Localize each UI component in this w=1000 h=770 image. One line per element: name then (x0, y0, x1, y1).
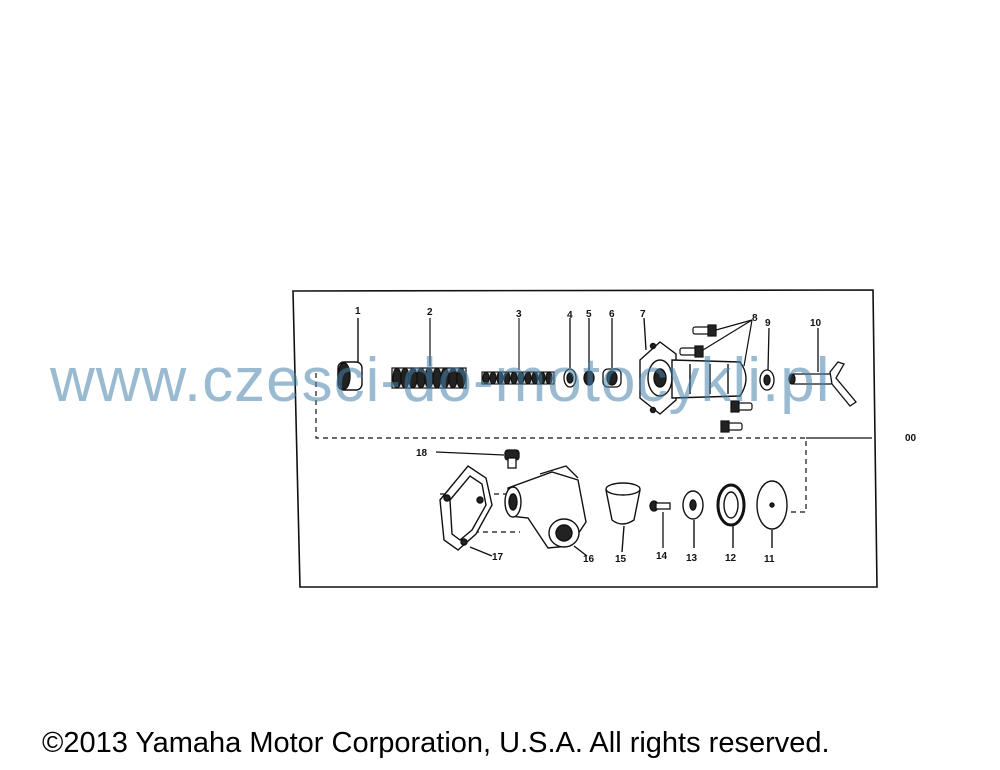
label-3: 3 (516, 309, 522, 320)
part-18-bolt (435, 449, 520, 469)
part-6-nut (602, 318, 622, 388)
label-assembly: 00 (905, 433, 917, 444)
part-10-lever (788, 328, 857, 407)
part-14-screw (649, 500, 671, 548)
label-16: 16 (583, 554, 595, 565)
part-2-spring (391, 318, 467, 389)
part-11-plate (756, 480, 788, 548)
part-3-spring (481, 318, 555, 385)
part-5-ring (583, 318, 595, 386)
label-10: 10 (810, 318, 822, 329)
part-8-bolts (679, 319, 753, 433)
label-8: 8 (752, 313, 758, 324)
part-12-o-ring (716, 483, 746, 548)
label-17: 17 (492, 552, 504, 563)
label-15: 15 (615, 554, 627, 565)
label-7: 7 (640, 309, 646, 320)
part-13-bushing (682, 490, 704, 548)
label-12: 12 (725, 553, 737, 564)
part-16-valve-body (504, 465, 588, 557)
part-4-washer (563, 318, 577, 388)
label-1: 1 (355, 306, 361, 317)
label-13: 13 (686, 553, 698, 564)
part-17-gasket (439, 465, 493, 557)
part-9-washer (759, 327, 775, 391)
watermark-text: www.czesci-do-motocykli.pl (50, 346, 831, 415)
label-11: 11 (764, 554, 775, 565)
part-labels: 1 2 3 4 5 6 7 8 9 10 00 18 17 16 15 14 1… (355, 306, 917, 565)
label-14: 14 (656, 551, 668, 562)
copyright-text: ©2013 Yamaha Motor Corporation, U.S.A. A… (42, 727, 830, 759)
label-9: 9 (765, 318, 771, 329)
diagram-frame (292, 289, 878, 588)
label-6: 6 (609, 309, 615, 320)
label-5: 5 (586, 309, 592, 320)
label-2: 2 (427, 307, 433, 318)
part-1-sleeve (337, 318, 363, 391)
part-7-housing (639, 317, 747, 415)
part-15-filter (605, 482, 641, 553)
label-4: 4 (567, 310, 573, 321)
label-18: 18 (416, 448, 428, 459)
